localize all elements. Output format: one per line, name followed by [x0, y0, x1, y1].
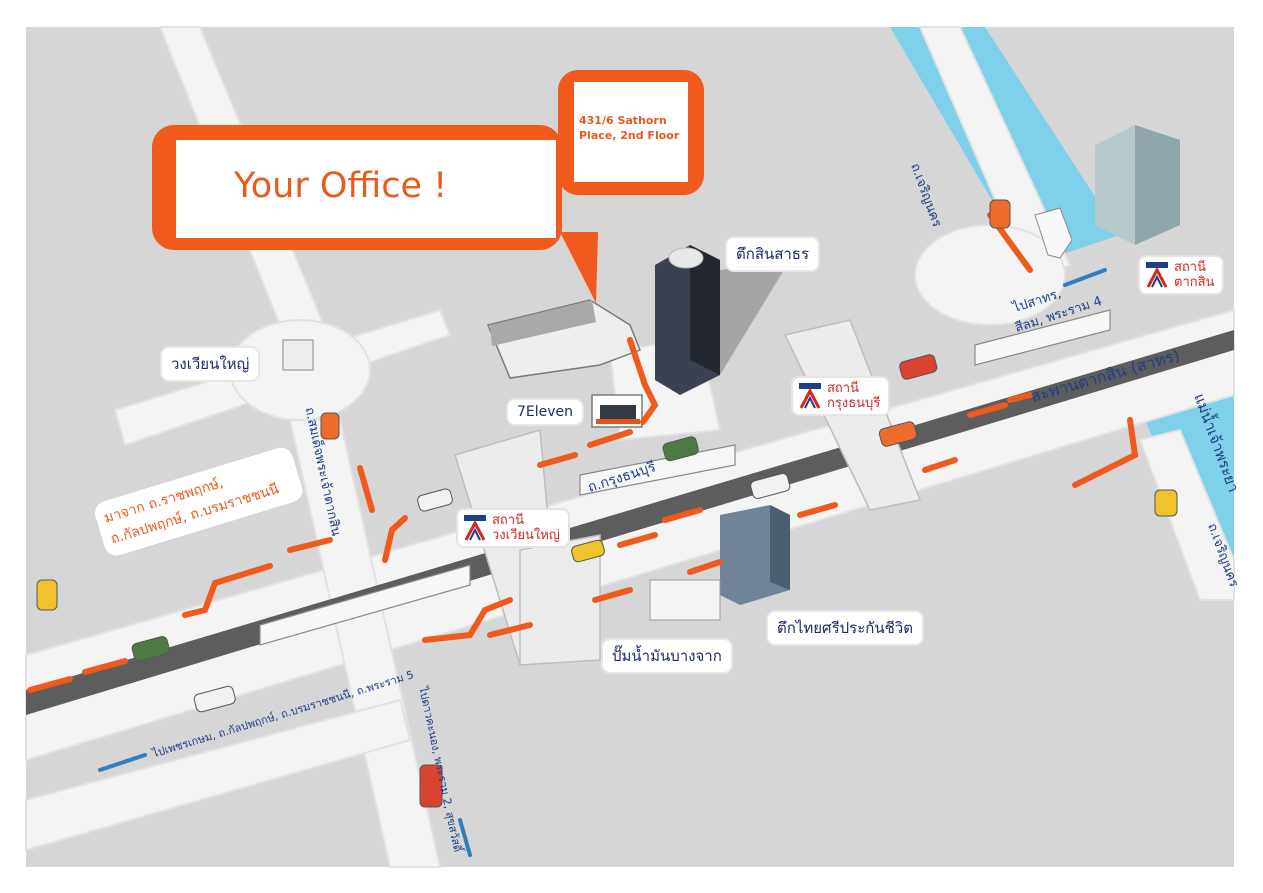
- sin-sathorn-tower: [655, 245, 790, 395]
- wongwian-yai-monument: [282, 339, 314, 371]
- your-office-callout-inner: Your Office !: [176, 140, 556, 238]
- thai-sri-building: [649, 505, 790, 621]
- address-line-1: 431/6 Sathorn: [579, 114, 667, 127]
- speech-bubble-pointer: [560, 232, 598, 303]
- station-krung-thon-buri-line-2: กรุงธนบุรี: [827, 396, 881, 411]
- landmark-sin-sathorn: ตึกสินสาธร: [727, 238, 819, 270]
- landmark-seven-eleven: 7Eleven: [508, 400, 583, 424]
- route-arrows: [27, 212, 1139, 693]
- landmark-wongwian-yai: วงเวียนใหญ่: [162, 348, 259, 380]
- bts-logo-icon: [1146, 262, 1168, 288]
- address-callout-inner: 431/6 Sathorn Place, 2nd Floor: [574, 82, 688, 182]
- address-line-2: Place, 2nd Floor: [579, 129, 680, 142]
- address-callout: 431/6 Sathorn Place, 2nd Floor: [558, 70, 704, 195]
- your-office-callout: Your Office !: [152, 125, 562, 250]
- riverside-towers: [1095, 125, 1180, 245]
- station-wongwian-yai: สถานี วงเวียนใหญ่: [458, 510, 568, 546]
- cars: [36, 199, 1178, 808]
- station-wongwian-yai-line-1: สถานี: [492, 513, 524, 528]
- station-taksin-line-1: สถานี: [1174, 260, 1206, 275]
- office-building: [486, 299, 641, 379]
- landmark-thai-sri: ตึกไทยศรีประกันชีวิต: [768, 612, 922, 644]
- station-platforms: [454, 319, 922, 666]
- landmark-bangchak: ปั๊มน้ำมันบางจาก: [603, 640, 731, 672]
- station-krung-thon-buri-line-1: สถานี: [827, 381, 859, 396]
- your-office-title: Your Office !: [234, 166, 448, 206]
- bts-logo-icon: [464, 515, 486, 541]
- bts-logo-icon: [799, 383, 821, 409]
- station-wongwian-yai-line-2: วงเวียนใหญ่: [492, 528, 560, 543]
- seven-eleven-shop: [591, 394, 643, 428]
- direction-arrows: [98, 268, 1107, 857]
- station-taksin-line-2: ตากสิน: [1174, 275, 1215, 290]
- station-krung-thon-buri: สถานี กรุงธนบุรี: [793, 378, 889, 414]
- boat-icon: [1034, 207, 1073, 259]
- trains: [259, 309, 1111, 646]
- station-taksin: สถานี ตากสิน: [1140, 257, 1223, 293]
